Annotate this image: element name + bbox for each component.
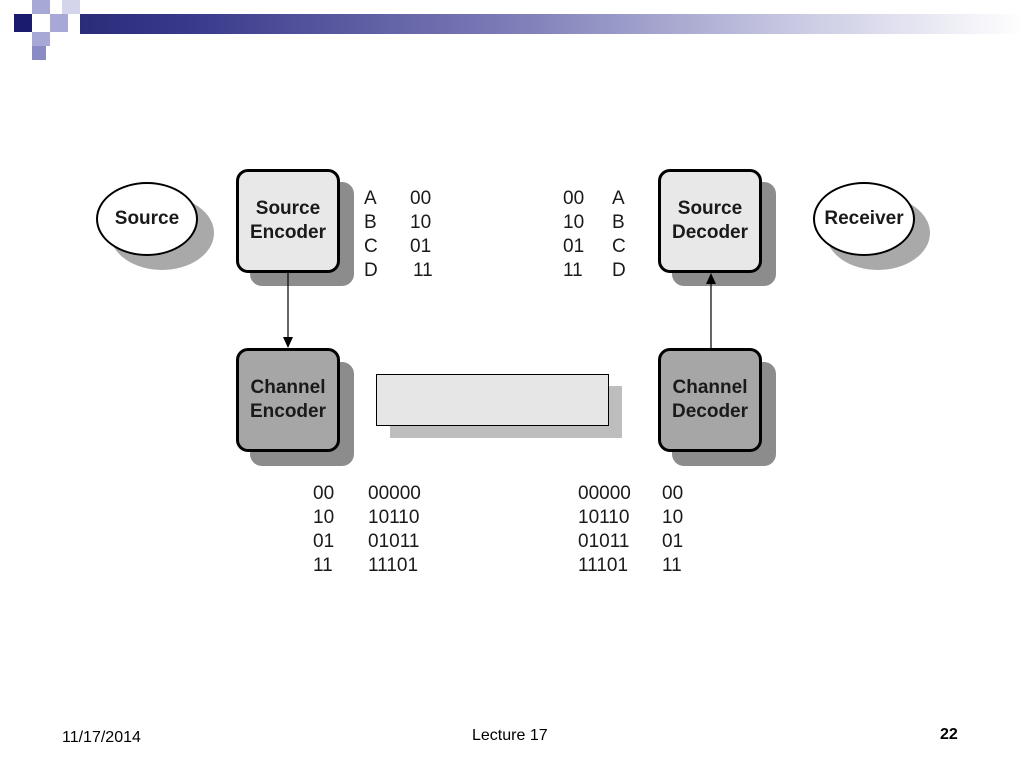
source-code-value: 11	[413, 260, 433, 281]
source-decoder-line2: Decoder	[671, 222, 749, 243]
channel-code-input: 11	[313, 555, 333, 576]
source-code-symbol: A	[364, 188, 377, 209]
source-decode-symbol: D	[612, 260, 626, 281]
channel-decode-output: 01	[662, 531, 684, 552]
source-code-symbol: D	[364, 260, 378, 281]
channel-codeword: 00000	[368, 483, 421, 504]
deco-square-6	[32, 46, 46, 60]
channel-decode-codeword: 01011	[578, 531, 630, 552]
channel-encoder-box: Channel Encoder	[236, 348, 340, 452]
source-oval: Source	[96, 182, 198, 256]
deco-square-1	[14, 14, 32, 32]
channel-decode-output: 00	[662, 483, 684, 504]
source-code-value: 10	[410, 212, 432, 233]
source-decode-symbol: C	[612, 236, 626, 257]
channel-code-input: 10	[313, 507, 335, 528]
channel-encoder-line2: Encoder	[249, 401, 327, 422]
source-decode-value: 00	[563, 188, 585, 209]
source-encoder-line2: Encoder	[249, 222, 327, 243]
channel-codeword: 01011	[368, 531, 420, 552]
receiver-label: Receiver	[824, 208, 904, 229]
source-encoder-line1: Source	[255, 198, 321, 219]
channel-decode-codeword: 11101	[578, 555, 629, 576]
deco-square-4	[32, 32, 50, 46]
source-decode-value: 01	[563, 236, 585, 257]
footer-lecture: Lecture 17	[472, 727, 548, 744]
source-decode-value: 11	[563, 260, 583, 281]
source-decoder-box: Source Decoder	[658, 169, 762, 273]
channel-decode-output: 10	[662, 507, 684, 528]
channel-decode-output: 11	[662, 555, 682, 576]
source-decode-symbol: A	[612, 188, 625, 209]
receiver-oval: Receiver	[813, 182, 915, 256]
channel-decoder-box: Channel Decoder	[658, 348, 762, 452]
source-code-value: 00	[410, 188, 432, 209]
footer-page-number: 22	[940, 726, 958, 743]
channel-encoder-line1: Channel	[250, 377, 326, 398]
deco-square-5	[62, 0, 80, 14]
source-encoder-box: Source Encoder	[236, 169, 340, 273]
source-code-symbol: C	[364, 236, 378, 257]
deco-square-3	[50, 14, 68, 32]
channel-decode-codeword: 00000	[578, 483, 631, 504]
channel-codeword: 10110	[368, 507, 420, 528]
channel-code-input: 01	[313, 531, 335, 552]
source-decoder-line1: Source	[677, 198, 743, 219]
channel-code-input: 00	[313, 483, 335, 504]
deco-square-2	[32, 0, 50, 14]
channel-decoder-line1: Channel	[672, 377, 748, 398]
source-decode-value: 10	[563, 212, 585, 233]
channel-rect	[376, 374, 609, 426]
channel-decoder-line2: Decoder	[671, 401, 749, 422]
source-code-value: 01	[410, 236, 432, 257]
header-gradient-bar	[80, 14, 1024, 34]
channel-decode-codeword: 10110	[578, 507, 630, 528]
source-code-symbol: B	[364, 212, 377, 233]
channel-codeword: 11101	[368, 555, 419, 576]
source-decode-symbol: B	[612, 212, 625, 233]
footer-date: 11/17/2014	[62, 729, 141, 746]
source-label: Source	[114, 208, 180, 229]
